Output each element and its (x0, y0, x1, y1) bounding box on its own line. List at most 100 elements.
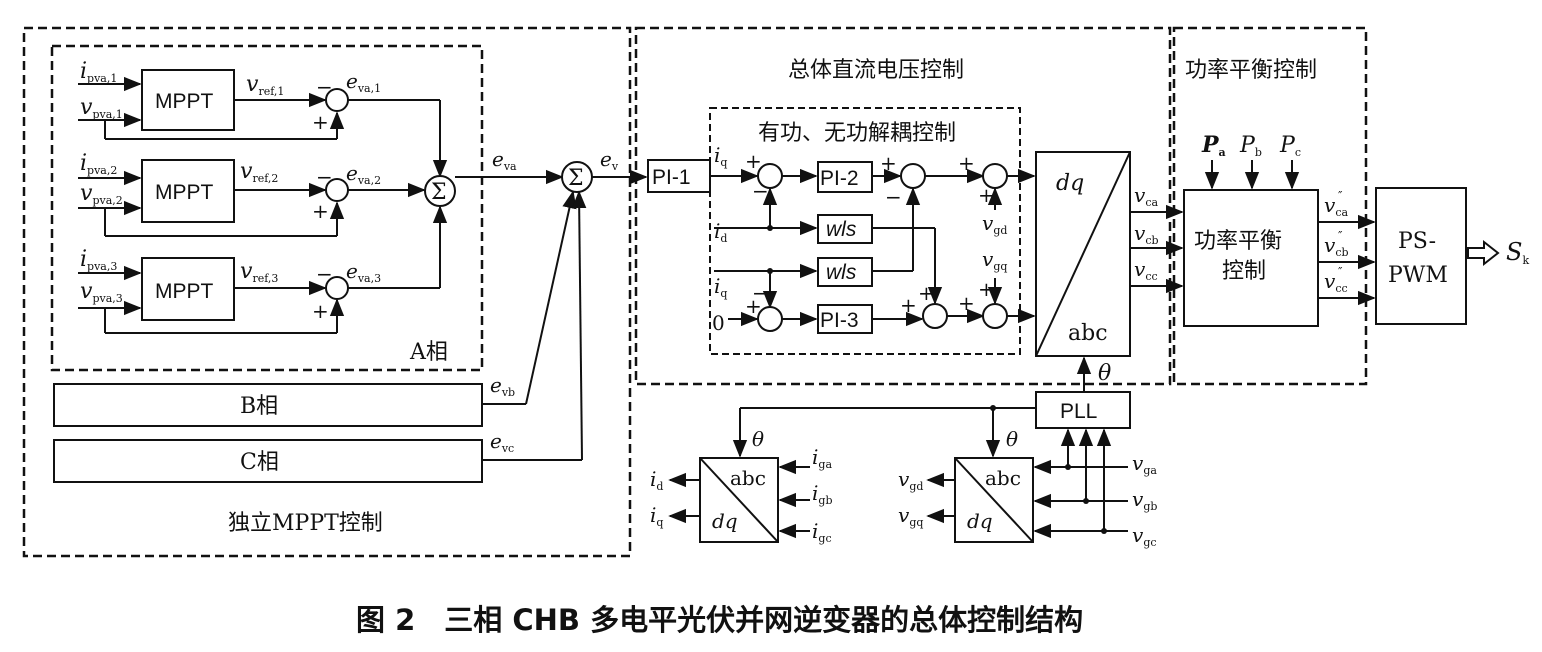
wls-block-1 (817, 214, 873, 244)
output-arrow (1467, 239, 1500, 267)
svg-text:vgq: vgq (982, 247, 1007, 273)
phase-a-sigma (424, 175, 456, 207)
svg-text:+: + (880, 151, 897, 175)
pi-3-label: PI-3 (820, 309, 859, 332)
svg-text:vgd: vgd (982, 211, 1007, 237)
mppt-row-3: MPPT ipva,3 vpva,3 vref,3 eva,3 − + (78, 205, 448, 334)
mppt-row-2: MPPT ipva,2 vpva,2 vref,2 eva,2 − + (78, 151, 426, 237)
pc-sub: c (1295, 146, 1301, 159)
svg-text:+: + (745, 294, 762, 318)
ps-pwm-block (1375, 187, 1467, 325)
svg-text:vga: vga (1132, 451, 1157, 477)
i-pva-1-sub: pva,1 (87, 72, 117, 85)
pb-sub: b (1255, 146, 1262, 159)
ps-pwm-line2: PWM (1388, 263, 1448, 288)
v-ref-2-sub: ref,2 (252, 172, 278, 185)
dq-to-abc-dq-label: dq (1056, 171, 1084, 196)
svg-text:iq: iq (650, 503, 663, 529)
vcc-prime-sub: cc (1335, 282, 1347, 295)
vgb-sub: gb (1143, 500, 1157, 513)
svg-text:vpva,1: vpva,1 (80, 95, 123, 121)
svg-text:vcb: vcb (1324, 233, 1349, 259)
svg-text:−: − (316, 75, 333, 99)
abc-dq-current-dq: dq (712, 509, 738, 533)
svg-text:″: ″ (1338, 189, 1343, 203)
svg-text:eva,3: eva,3 (346, 259, 381, 285)
svg-text:vca: vca (1134, 183, 1158, 209)
svg-text:+: + (312, 299, 329, 323)
e-vc-sub: vc (501, 442, 514, 455)
independent-mppt-title: 独立MPPT控制 (228, 511, 383, 536)
overall-dc-title: 总体直流电压控制 (788, 58, 964, 83)
mppt-label-2: MPPT (155, 181, 214, 204)
vcb-prime-sub: cb (1335, 246, 1348, 259)
svg-text:+: + (312, 199, 329, 223)
pi-2-block (817, 161, 873, 193)
e-va-sub: va (503, 160, 517, 173)
theta-pll: θ (1098, 361, 1111, 386)
svg-text:″: ″ (1338, 265, 1343, 279)
iq-top-sub: q (720, 156, 727, 169)
overall-dc-region (634, 26, 1172, 386)
svg-text:+: + (978, 277, 995, 301)
svg-text:ev: ev (600, 147, 619, 173)
vcc-sub: cc (1145, 270, 1157, 283)
e-va-3-sub: va,3 (357, 272, 381, 285)
vgd-out-sub: gd (909, 480, 923, 493)
phase-c-label: C相 (240, 450, 279, 475)
e-v-sub: v (611, 160, 619, 173)
i-pva-2-sub: pva,2 (87, 164, 117, 177)
svg-text:+: + (958, 151, 975, 175)
vgq-out-sub: gq (909, 516, 923, 529)
independent-mppt-region (22, 26, 632, 558)
phase-b-label: B相 (240, 394, 278, 419)
id-out-sub: d (656, 480, 663, 493)
sum-q-decouple (900, 163, 926, 189)
svg-text:vca: vca (1324, 193, 1348, 219)
ps-pwm-line1: PS- (1398, 229, 1436, 254)
svg-text:vgq: vgq (898, 503, 923, 529)
svg-text:vgb: vgb (1132, 487, 1157, 513)
decoupling-title: 有功、无功解耦控制 (758, 121, 956, 146)
e-vb-sub: vb (501, 386, 515, 399)
svg-text:ipva,2: ipva,2 (80, 151, 117, 177)
svg-text:vgc: vgc (1132, 523, 1157, 549)
svg-text:+: + (978, 183, 995, 207)
phase-c-block (53, 439, 483, 483)
abc-dq-current-abc: abc (730, 466, 766, 490)
svg-text:−: − (752, 179, 769, 203)
svg-text:vcc: vcc (1134, 257, 1158, 283)
svg-text:iq: iq (714, 274, 727, 300)
vga-sub: ga (1143, 464, 1157, 477)
v-ref-3-sub: ref,3 (252, 272, 278, 285)
e-va-1-sub: va,1 (357, 82, 381, 95)
svg-text:vcc: vcc (1324, 269, 1348, 295)
zero-input: 0 (712, 311, 725, 335)
mppt-block-3 (141, 257, 235, 321)
svg-text:ipva,3: ipva,3 (80, 247, 117, 273)
svg-text:vcb: vcb (1134, 221, 1159, 247)
pi-1-block (647, 159, 711, 193)
phase-a-sigma-label: Σ (431, 180, 447, 205)
svg-text:id: id (714, 219, 727, 245)
mppt-label-1: MPPT (155, 90, 214, 113)
svg-text:+: + (312, 110, 329, 134)
vgq-sub: gq (993, 260, 1007, 273)
svg-text:−: − (316, 262, 333, 286)
sum-vgq (982, 303, 1008, 329)
mppt-label-3: MPPT (155, 280, 214, 303)
vca-prime-sub: ca (1335, 206, 1348, 219)
svg-text:+: + (900, 293, 917, 317)
iga-sub: ga (818, 458, 832, 471)
igb-sub: gb (818, 494, 832, 507)
vgc-sub: gc (1143, 536, 1156, 549)
figure-caption: 图 2 三相 CHB 多电平光伏并网逆变器的总体控制结构 (356, 603, 1083, 637)
svg-text:vref,1: vref,1 (246, 72, 284, 98)
mppt-block-1 (141, 69, 235, 131)
iq-out-sub: q (656, 516, 663, 529)
svg-text:id: id (650, 467, 663, 493)
svg-text:evb: evb (490, 373, 515, 399)
v-pva-2-sub: pva,2 (92, 194, 122, 207)
svg-text:+: + (918, 281, 935, 305)
